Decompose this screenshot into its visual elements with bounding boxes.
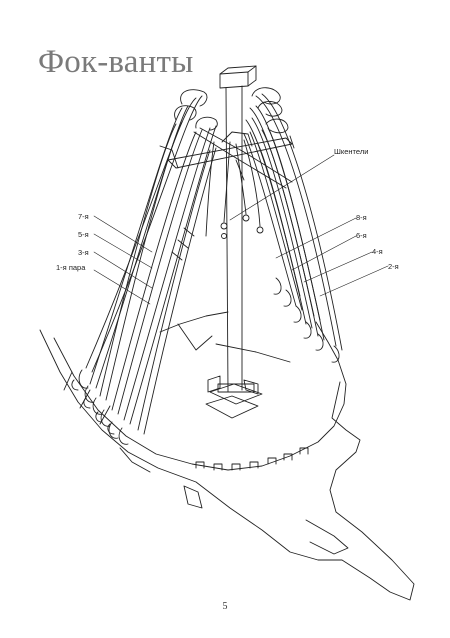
leader-lines bbox=[93, 154, 389, 305]
label-pair2: 2-я bbox=[388, 262, 399, 271]
starboard-shrouds bbox=[243, 87, 343, 363]
pendants bbox=[205, 139, 264, 239]
label-pair4: 4-я bbox=[372, 247, 383, 256]
page-title: Фок-ванты bbox=[38, 44, 194, 80]
label-shkentel: Шкентели bbox=[334, 147, 369, 156]
label-pair1: 1-я пара bbox=[56, 263, 86, 272]
label-pair8: 8-я bbox=[356, 213, 367, 222]
label-pair6: 6-я bbox=[356, 231, 367, 240]
port-shrouds bbox=[71, 89, 218, 445]
page-number: 5 bbox=[222, 601, 228, 612]
foremast bbox=[159, 65, 295, 419]
label-pair7: 7-я bbox=[78, 212, 89, 221]
label-pair5: 5-я bbox=[78, 230, 89, 239]
deck-outline bbox=[39, 311, 415, 601]
label-pair3: 3-я bbox=[78, 248, 89, 257]
